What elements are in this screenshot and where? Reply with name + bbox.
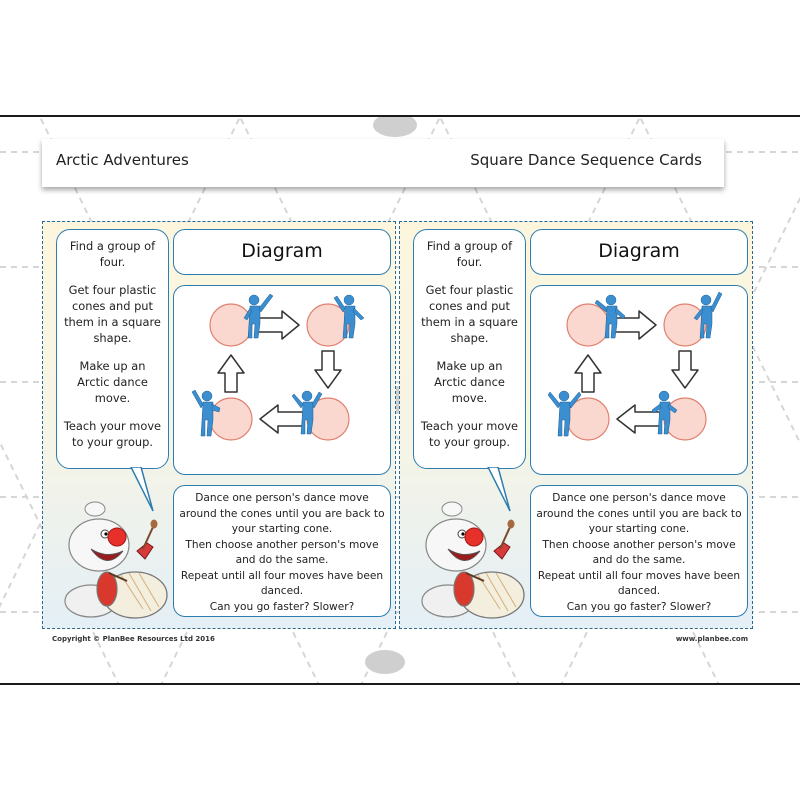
instruction-3: Repeat until all four moves have been da… xyxy=(537,569,741,598)
diagram-title: Diagram xyxy=(241,240,323,262)
instruction-3: Repeat until all four moves have been da… xyxy=(180,569,384,598)
step-4: Teach your move to your group. xyxy=(63,419,162,449)
steps-speech-bubble: Find a group of four. Get four plastic c… xyxy=(56,229,169,469)
snowman-drummer-illustration xyxy=(64,501,168,619)
instruction-2: Then choose another person's move and do… xyxy=(542,538,736,567)
dancer-figure-1-icon xyxy=(243,293,274,339)
step-1: Find a group of four. xyxy=(69,239,156,269)
arrow-right-icon xyxy=(255,310,300,340)
cone-top-left xyxy=(209,303,253,347)
dancer-figure-3-icon xyxy=(291,390,323,435)
cone-top-right xyxy=(306,303,350,347)
square-dance-diagram xyxy=(530,285,748,475)
dancer-figure-4-icon xyxy=(547,390,582,437)
header-right-title: Square Dance Sequence Cards xyxy=(470,151,702,169)
cone-bottom-right xyxy=(663,397,707,441)
step-1: Find a group of four. xyxy=(426,239,513,269)
instruction-1: Dance one person's dance move around the… xyxy=(536,492,742,535)
step-2: Get four plastic cones and put them in a… xyxy=(64,283,161,345)
diagram-title-box: Diagram xyxy=(173,229,391,275)
instruction-4: Can you go faster? Slower? xyxy=(209,600,355,613)
cone-top-right xyxy=(663,303,707,347)
dancer-figure-3-icon xyxy=(651,390,678,435)
website-link[interactable]: www.planbee.com xyxy=(675,635,748,643)
worksheet-page: Arctic Adventures Square Dance Sequence … xyxy=(0,115,800,685)
instruction-4: Can you go faster? Slower? xyxy=(566,600,712,613)
dancer-figure-2-icon xyxy=(693,291,723,339)
dancer-figure-1-icon xyxy=(594,294,626,339)
sequence-card-1: Find a group of four. Get four plastic c… xyxy=(42,221,396,629)
sequence-card-2: Find a group of four. Get four plastic c… xyxy=(399,221,753,629)
header-bar: Arctic Adventures Square Dance Sequence … xyxy=(42,139,724,187)
dancer-figure-4-icon xyxy=(191,389,221,437)
diagram-title: Diagram xyxy=(598,240,680,262)
header-left-title: Arctic Adventures xyxy=(56,151,189,169)
arrow-left-icon xyxy=(259,404,305,434)
cone-top-left xyxy=(566,303,610,347)
instruction-1: Dance one person's dance move around the… xyxy=(179,492,385,535)
speech-bubble-tail xyxy=(487,467,511,512)
arrow-down-icon xyxy=(671,350,699,389)
diagram-title-box: Diagram xyxy=(530,229,748,275)
dance-instructions-box: Dance one person's dance move around the… xyxy=(530,485,748,617)
arrow-up-icon xyxy=(217,354,245,393)
steps-speech-bubble: Find a group of four. Get four plastic c… xyxy=(413,229,526,469)
step-3: Make up an Arctic dance move. xyxy=(434,359,505,405)
square-dance-diagram xyxy=(173,285,391,475)
cone-bottom-left xyxy=(209,397,253,441)
arrow-left-icon xyxy=(616,404,662,434)
step-3: Make up an Arctic dance move. xyxy=(77,359,148,405)
dancer-figure-2-icon xyxy=(333,294,365,339)
step-2: Get four plastic cones and put them in a… xyxy=(421,283,518,345)
copyright-notice: Copyright © PlanBee Resources Ltd 2016 xyxy=(52,635,215,643)
arrow-down-icon xyxy=(314,350,342,389)
speech-bubble-tail xyxy=(130,467,154,512)
arrow-up-icon xyxy=(574,354,602,393)
step-4: Teach your move to your group. xyxy=(420,419,519,449)
dance-instructions-box: Dance one person's dance move around the… xyxy=(173,485,391,617)
snowman-drummer-illustration xyxy=(421,501,525,619)
instruction-2: Then choose another person's move and do… xyxy=(185,538,379,567)
